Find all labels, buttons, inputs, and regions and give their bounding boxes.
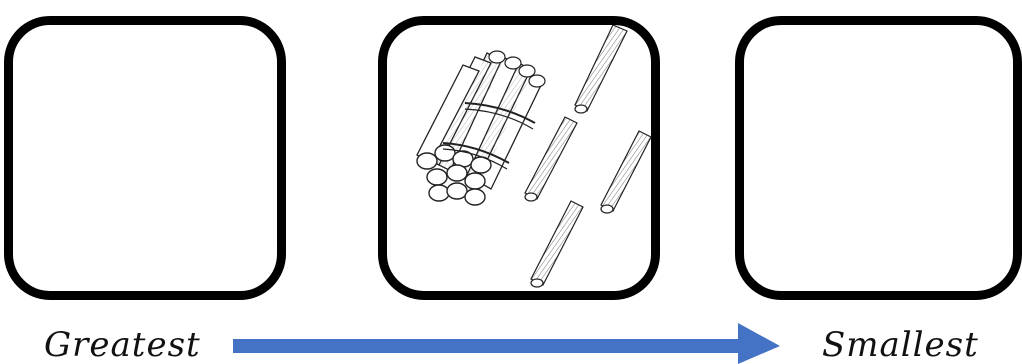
- label-smallest: Smallest: [822, 325, 979, 364]
- label-greatest: Greatest: [44, 325, 201, 364]
